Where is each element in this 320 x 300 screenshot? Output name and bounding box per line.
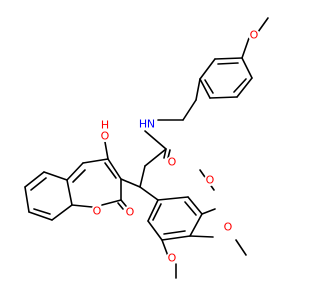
oxygen-label: O	[248, 29, 260, 42]
bonds	[24, 17, 269, 279]
atom-labels: O N H O O H O O O O	[91, 29, 260, 265]
oxygen-label: O	[222, 221, 234, 234]
atom-o-amide: O	[168, 156, 177, 169]
atom-o-methoxy-5: O	[168, 252, 177, 265]
atom-n-amide: N	[147, 118, 155, 131]
atom-h-hydroxy: H	[101, 119, 109, 132]
oxygen-label: O	[91, 205, 103, 218]
chemical-structure: O N H O O H O O O O	[24, 17, 269, 279]
atom-o-hydroxy: O	[101, 130, 110, 143]
oxygen-label: O H	[99, 119, 111, 143]
atom-o-methoxy-3: O	[206, 174, 215, 187]
oxygen-label: O	[166, 252, 178, 265]
atom-o-ring: O	[93, 205, 102, 218]
atom-o-methoxy-top: O	[250, 29, 259, 42]
oxygen-label: O	[124, 206, 136, 219]
nitrogen-label: N H	[139, 118, 157, 131]
oxygen-label: O	[166, 156, 178, 169]
oxygen-label: O	[204, 174, 216, 187]
atom-o-methoxy-4: O	[224, 221, 233, 234]
atom-o-lactone: O	[126, 206, 135, 219]
atom-h-amide: H	[139, 118, 147, 131]
